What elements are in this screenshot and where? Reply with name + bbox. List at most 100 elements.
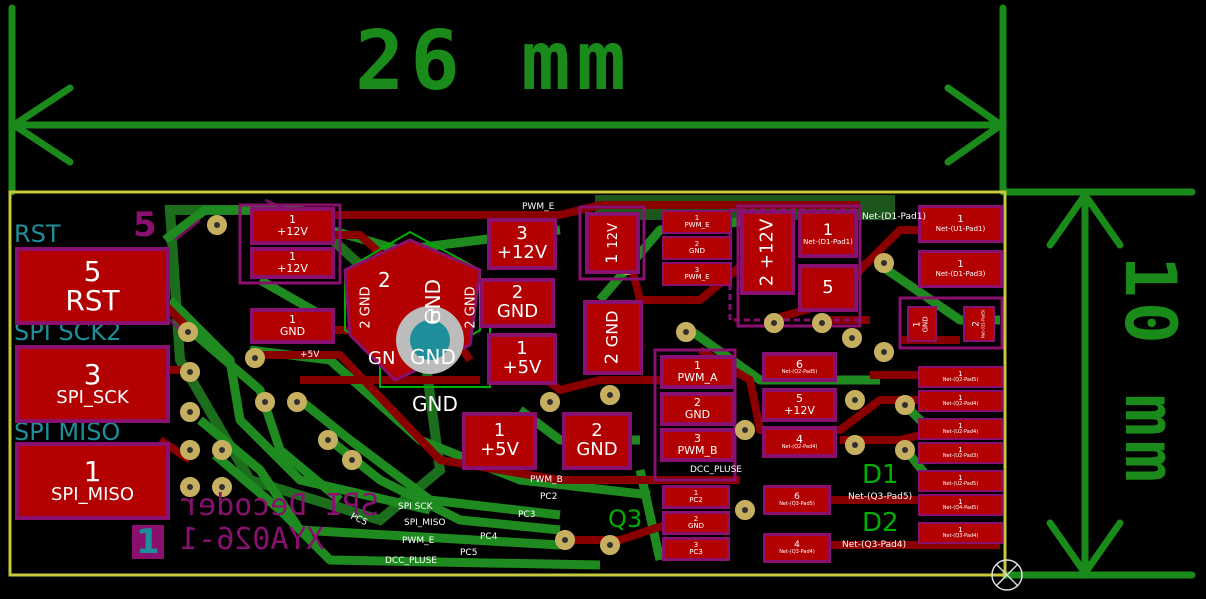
pad-u1-1[interactable]: 1 +12V (250, 207, 335, 245)
pad-net: PWM_E (684, 273, 710, 281)
pad-u1-3[interactable]: 1 GND (250, 308, 335, 344)
net-dcc-pulse: DCC_PLUSE (385, 556, 437, 566)
pad-q-12v[interactable]: 2 +12V (740, 210, 795, 295)
pad-net: +12V (784, 404, 815, 417)
pad-u2-5[interactable]: 5 +12V (762, 388, 837, 422)
pad-label: 2 Net-(Q1-Pad5) (971, 310, 986, 339)
pad-right-3[interactable]: 1 Net-(U2-Pad4) (918, 418, 1003, 440)
pad-number: 1 (822, 219, 834, 239)
pad-number: 5 (83, 254, 102, 288)
pad-sc-2[interactable]: 2 Net-(Q1-Pad5) (963, 306, 995, 342)
pad-q3-4[interactable]: 4 Net-(Q3-Pad4) (763, 533, 831, 563)
pad-net: GND (463, 286, 479, 317)
pad-right-5[interactable]: 1 Net-(U2-Pad5) (918, 470, 1003, 492)
pad-net: Net-(Q2-Pad5) (781, 369, 818, 376)
via (600, 535, 620, 555)
pad-1-5v[interactable]: 1 +5V (487, 333, 557, 385)
pad-number: 1 (289, 213, 296, 227)
pad-number: 3 (694, 265, 700, 274)
net-pwm-e: PWM_E (522, 202, 555, 212)
via (735, 420, 755, 440)
pad-right-4[interactable]: 1 Net-(U2-Pad3) (918, 442, 1003, 464)
pad-right-2[interactable]: 1 Net-(Q2-Pad4) (918, 390, 1003, 412)
pad-number: 1 (958, 369, 963, 378)
pad-net: GND (602, 310, 622, 348)
pad-d-d1[interactable]: 1 Net-(D1-Pad3) (918, 250, 1003, 288)
pad-m1[interactable]: 1 PWM_E (662, 210, 732, 234)
pad-u1-2[interactable]: 1 +12V (250, 247, 335, 279)
pad-cap-12v[interactable]: 1 12V (585, 212, 640, 274)
pad-net: GND (687, 522, 705, 530)
net-pwm-b: PWM_B (530, 475, 563, 485)
pad-net: Net-(U2-Pad4) (942, 429, 979, 436)
pad-u2-4[interactable]: 4 Net-(Q2-Pad4) (762, 426, 837, 458)
net-pc3: PC3 (518, 510, 536, 520)
via (874, 342, 894, 362)
pad-net: GND (358, 286, 374, 317)
pad-number: 1 (83, 454, 102, 488)
pad-net: Net-(Q3-Pad5) (779, 501, 815, 508)
pad-number: 1 (958, 421, 963, 430)
via (180, 402, 200, 422)
via (895, 440, 915, 460)
pad-q-5[interactable]: 5 (798, 264, 858, 312)
pad-number: 1 (602, 253, 622, 264)
pad-number: 2 (463, 320, 479, 329)
via (895, 395, 915, 415)
reg-tab-label: 2 (378, 268, 391, 292)
pad-number: 1 (516, 338, 528, 360)
pad-number: 6 (796, 357, 803, 371)
pad-2-gnd[interactable]: 2 GND (480, 278, 555, 328)
pad-u2-gnd[interactable]: 2 GND (660, 392, 735, 426)
pad-net: SPI_MISO (50, 484, 135, 506)
connector-pad-spi-sck[interactable]: 3 SPI_SCK (15, 345, 170, 423)
pad-net: PC3 (689, 548, 703, 556)
pad-right-6[interactable]: 1 Net-(Q4-Pad5) (918, 494, 1003, 516)
back-text-line1: SPI Decoder (180, 488, 379, 523)
pad-net: RST (65, 284, 120, 317)
pad-q-1[interactable]: 1 Net-(D1-Pad1) (798, 210, 858, 258)
reg-bottom-net: GND (412, 392, 458, 416)
pad-cap-gnd[interactable]: 2 GND (562, 412, 632, 470)
pad-net: GND (684, 408, 711, 421)
pad-d-u1[interactable]: 1 Net-(U1-Pad1) (918, 205, 1003, 243)
pad-number: 1 (958, 445, 963, 454)
silk-d1: D1 (862, 460, 899, 490)
pad-cap-5v[interactable]: 1 +5V (462, 412, 537, 470)
pad-u2-6[interactable]: 6 Net-(Q2-Pad5) (762, 352, 837, 382)
connector-pad-spi-miso[interactable]: 1 SPI_MISO (15, 442, 170, 520)
pad-q3-6[interactable]: 6 Net-(Q3-Pad5) (763, 485, 831, 515)
connector-pad-rst[interactable]: 5 RST (15, 247, 170, 325)
pad-3-12v[interactable]: 3 +12V (487, 218, 557, 270)
pad-cap-gnd-vertical[interactable]: 2 GND (583, 300, 643, 375)
pad-net: Net-(Q4-Pad5) (942, 505, 979, 512)
via (812, 313, 832, 333)
pad-q3-pc2[interactable]: 1 PC2 (662, 485, 730, 509)
silk-q3: Q3 (608, 505, 643, 533)
pad-right-7[interactable]: 1 Net-(Q3-Pad4) (918, 522, 1003, 544)
pad-m2[interactable]: 2 GND (662, 236, 732, 260)
pad-net: Net-(D1-Pad3) (935, 269, 986, 278)
pad-q3-gnd[interactable]: 2 GND (662, 511, 730, 535)
pad-net: GND (688, 247, 706, 255)
pad-sc-1[interactable]: 1 GND (907, 306, 937, 342)
pad-number: 1 (694, 213, 700, 222)
via (555, 530, 575, 550)
reg-center-number: 1 (426, 306, 438, 327)
pad-number: 1 (289, 250, 296, 264)
pad-number: 1 (289, 313, 296, 327)
pad-q3-pc3[interactable]: 3 PC3 (662, 537, 730, 561)
pad-u2-pwm-b[interactable]: 3 PWM_B (660, 428, 735, 462)
pad-net: Net-(Q2-Pad4) (781, 444, 818, 451)
pad-number: 1 (957, 259, 964, 271)
via (180, 477, 200, 497)
pad-number: 2 (693, 514, 699, 523)
pad-right-1[interactable]: 1 Net-(Q2-Pad5) (918, 366, 1003, 388)
via (540, 392, 560, 412)
pad-net: Net-(Q3-Pad4) (779, 549, 815, 556)
pad-number: 3 (693, 540, 699, 549)
pad-m3[interactable]: 3 PWM_E (662, 262, 732, 286)
pad-net: GND (496, 301, 539, 322)
pad-u2-pwm-a[interactable]: 1 PWM_A (660, 355, 735, 389)
